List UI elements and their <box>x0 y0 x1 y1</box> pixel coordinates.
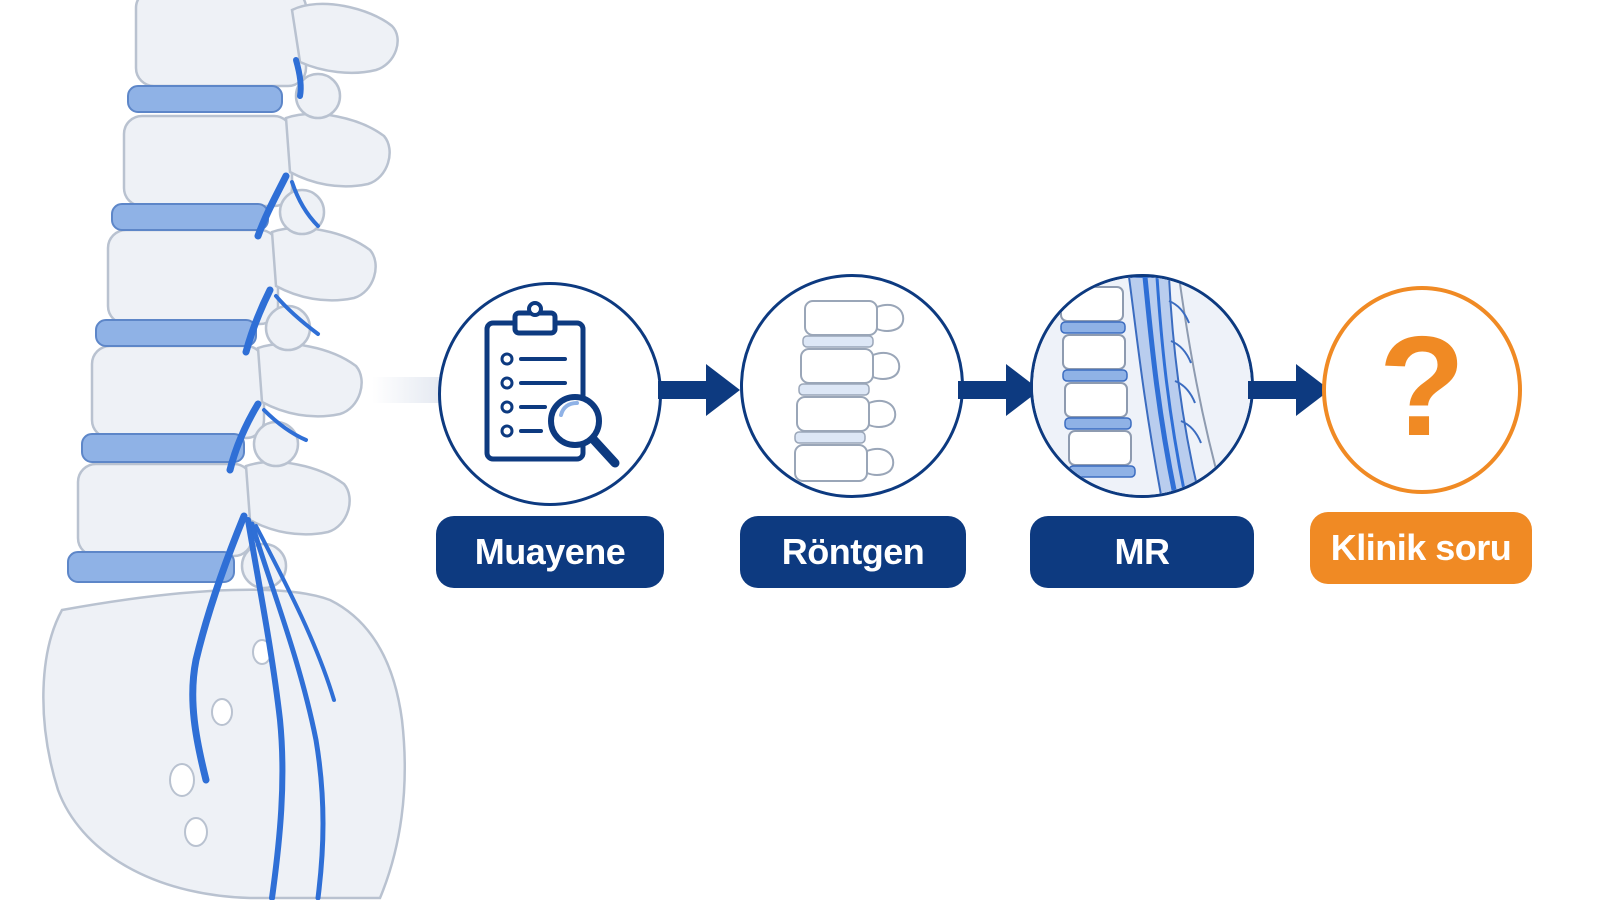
intervertebral-disc <box>67 551 235 583</box>
step-label-muayene: Muayene <box>436 516 664 588</box>
mri-spine-icon <box>1033 277 1251 495</box>
sacrum-shape <box>42 588 406 900</box>
spinous-process <box>256 342 363 418</box>
step-label-rontgen: Röntgen <box>740 516 966 588</box>
spinous-process <box>290 2 399 75</box>
connector-band <box>372 377 440 403</box>
spinous-process <box>284 112 391 188</box>
step-label-mr: MR <box>1030 516 1254 588</box>
intervertebral-disc <box>81 433 245 463</box>
intervertebral-disc <box>95 319 257 347</box>
arrow-right-icon <box>958 364 1040 416</box>
vertebral-body <box>122 114 294 208</box>
vertebral-body <box>134 0 308 88</box>
xray-spine-icon <box>794 300 905 482</box>
step-rontgen-circle <box>740 274 964 498</box>
spinous-process <box>270 226 377 302</box>
sacral-foramen <box>169 763 195 797</box>
lumbar-spine-illustration <box>42 0 406 900</box>
articular-process <box>264 304 312 352</box>
step-muayene-circle <box>438 282 662 506</box>
step-klinik-soru-circle: ? <box>1322 286 1522 494</box>
arrow-right-icon <box>1248 364 1330 416</box>
clipboard-magnifier-icon <box>484 301 620 468</box>
vertebral-body <box>90 344 266 440</box>
articular-process <box>294 72 342 120</box>
step-label-klinik-soru: Klinik soru <box>1310 512 1532 584</box>
intervertebral-disc <box>111 203 269 231</box>
spinous-process <box>244 460 351 536</box>
intervertebral-disc <box>127 85 283 113</box>
vertebral-body <box>76 462 254 558</box>
sacral-foramen <box>211 698 233 726</box>
articular-process <box>252 420 300 468</box>
nerve-roots <box>189 57 336 900</box>
sacral-foramen <box>184 817 208 847</box>
question-mark-icon: ? <box>1378 307 1466 466</box>
arrow-right-icon <box>658 364 740 416</box>
vertebral-body <box>106 228 280 326</box>
step-mr-circle <box>1030 274 1254 498</box>
